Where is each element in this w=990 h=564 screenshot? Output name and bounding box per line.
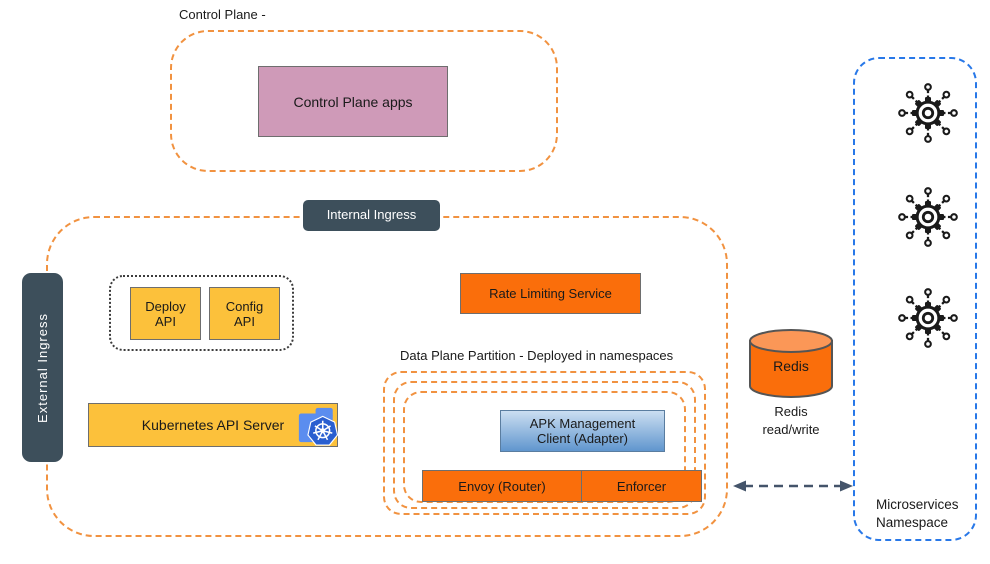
- bidirectional-arrow: [733, 480, 853, 492]
- kubernetes-icon: [298, 407, 339, 446]
- envoy-router-node: Envoy (Router): [423, 471, 582, 501]
- deploy-api-node: Deploy API: [130, 287, 201, 340]
- config-api-node: Config API: [209, 287, 280, 340]
- microservice-icon: [894, 183, 962, 251]
- apk-management-client-node: APK Management Client (Adapter): [500, 410, 665, 452]
- rate-limiting-service-node: Rate Limiting Service: [460, 273, 641, 314]
- enforcer-node: Enforcer: [582, 471, 701, 501]
- data-plane-label: Data Plane Partition - Deployed in names…: [400, 348, 674, 363]
- control-plane-label: Control Plane -: [179, 7, 266, 22]
- microservices-namespace-container: [853, 57, 977, 541]
- control-plane-apps-node: Control Plane apps: [258, 66, 448, 137]
- microservice-icon: [894, 79, 962, 147]
- internal-ingress-node: Internal Ingress: [303, 200, 440, 231]
- external-ingress-node: External Ingress: [22, 273, 63, 462]
- redis-node-label: Redis: [773, 358, 809, 374]
- redis-cylinder-icon: [749, 329, 833, 398]
- kubernetes-api-server-node: Kubernetes API Server: [88, 403, 338, 447]
- microservice-icon: [894, 284, 962, 352]
- microservices-namespace-label: Microservices Namespace: [876, 497, 959, 530]
- gateway-row: Envoy (Router) Enforcer: [422, 470, 702, 502]
- control-plane-container: [170, 30, 558, 172]
- redis-caption: Redis read/write: [762, 404, 820, 437]
- apis-group-container: [109, 275, 294, 351]
- external-ingress-label: External Ingress: [35, 312, 50, 423]
